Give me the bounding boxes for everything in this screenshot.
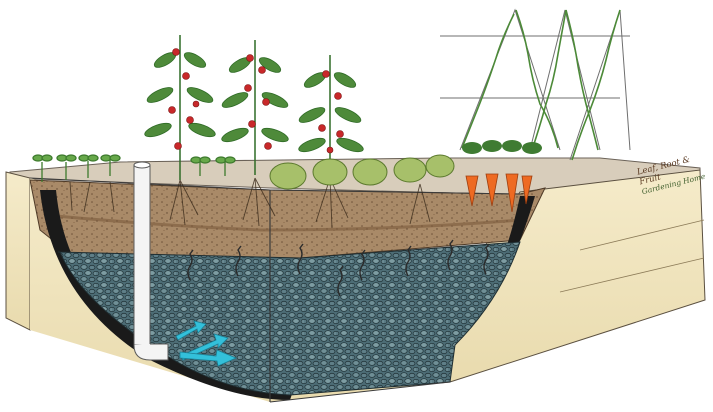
gravel-reservoir [58,242,520,395]
tomato-plants [143,35,365,180]
left-ground-block [6,172,30,330]
